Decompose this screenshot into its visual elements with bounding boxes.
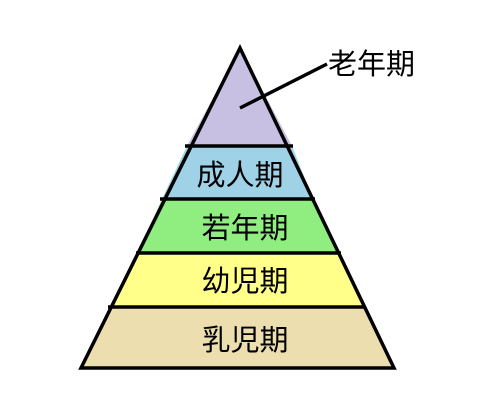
- tier-infancy: [81, 307, 394, 368]
- tier-label-adult: 成人期: [196, 158, 283, 192]
- tier-label-young-adult: 若年期: [201, 211, 288, 245]
- tier-adult: [162, 146, 313, 199]
- tier-label-infancy: 乳児期: [201, 323, 288, 357]
- callout-line: [239, 62, 328, 110]
- tier-label-elderly: 老年期: [328, 47, 415, 81]
- tier-label-early-childhood: 幼児期: [201, 264, 288, 298]
- pyramid-outline: [78, 44, 397, 370]
- tier-young-adult: [138, 199, 339, 253]
- tier-elderly: [187, 48, 292, 146]
- tier-early-childhood: [110, 253, 363, 307]
